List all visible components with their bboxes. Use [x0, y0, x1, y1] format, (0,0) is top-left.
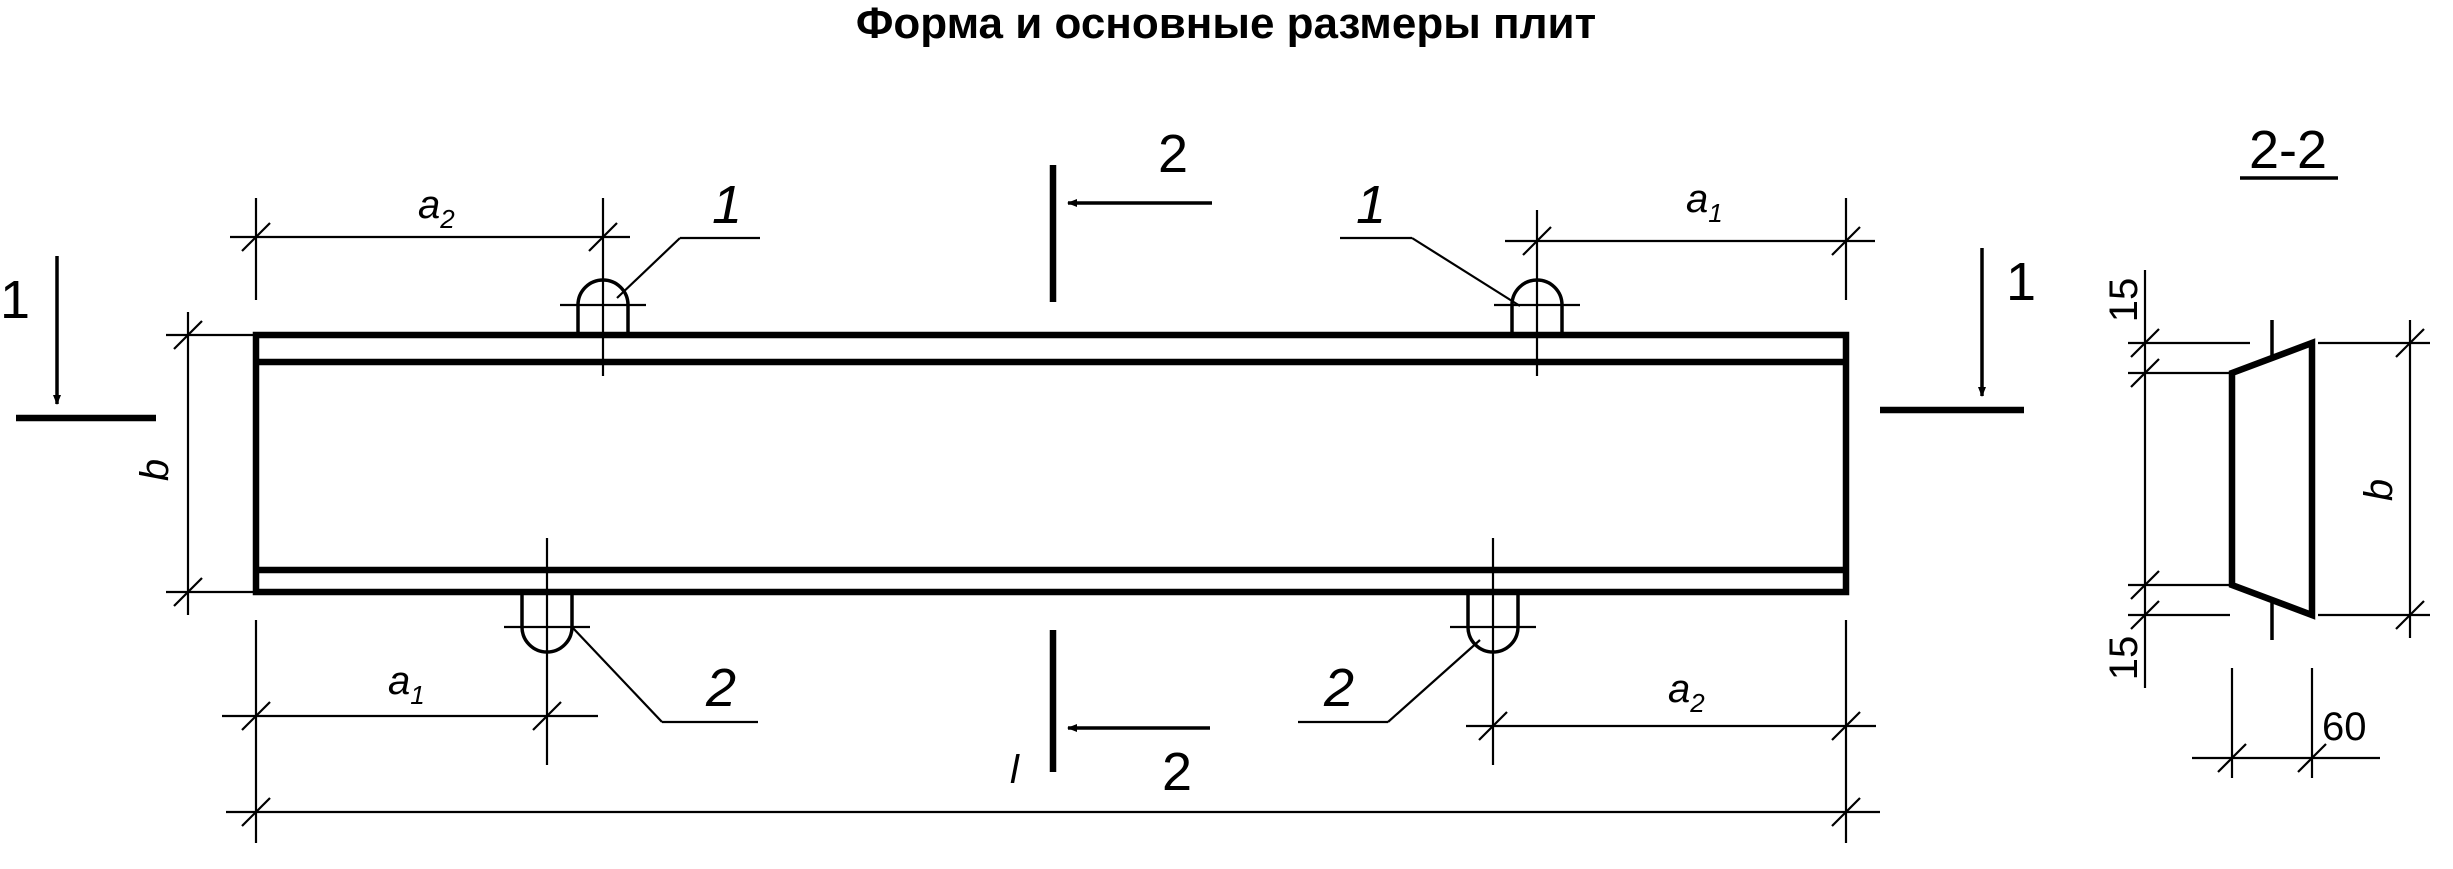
section-marker-1-left: 1 [0, 256, 156, 422]
callout-2-right-label: 2 [1323, 658, 1354, 718]
dimension-a1-top: a1 [1505, 177, 1875, 300]
section-1-right-label: 1 [2006, 252, 2036, 312]
dimension-a1-bottom: a1 [222, 620, 598, 843]
section-dim-60-label: 60 [2322, 705, 2367, 749]
callout-loop-1-left: 1 [616, 175, 760, 299]
dimension-l-overall: l [226, 748, 1880, 827]
dim-l-label: l [1010, 748, 1020, 792]
figure-title: Форма и основные размеры плит [856, 0, 1596, 48]
callout-loop-2-left: 2 [571, 626, 758, 724]
callout-2-left-label: 2 [705, 658, 736, 718]
section-dim-bottom-15: 15 [2102, 636, 2146, 681]
dimension-a2-bottom: a2 [1466, 620, 1876, 843]
callout-1-right-label: 1 [1356, 175, 1386, 235]
callout-loop-1-right: 1 [1340, 175, 1521, 307]
section-2-top-label: 2 [1158, 124, 1188, 184]
section-dim-b-label: b [2357, 479, 2401, 501]
lifting-loop-bottom-left [504, 538, 590, 765]
section-dim-right-b: b [2318, 320, 2430, 638]
dimension-a2-top: a2 [230, 183, 630, 300]
dim-a1-bottom-label: a1 [388, 659, 425, 710]
section-title: 2-2 [2249, 120, 2327, 180]
dim-a1-top-label: a1 [1686, 177, 1723, 228]
dim-a2-top-label: a2 [418, 183, 455, 234]
callout-loop-2-right: 2 [1298, 639, 1481, 724]
section-dim-left: 15 15 [2102, 270, 2250, 688]
callout-1-left-label: 1 [712, 175, 742, 235]
dim-b-left-label: b [133, 459, 177, 481]
lifting-loop-top-left [560, 198, 646, 376]
section-marker-2-bottom: 2 [1049, 630, 1210, 802]
dimension-b-left: b [133, 312, 256, 615]
section-dim-width-60: 60 [2192, 668, 2380, 778]
section-1-left-label: 1 [0, 270, 30, 330]
section-dim-top-15: 15 [2102, 278, 2146, 323]
plate-outline [252, 331, 1850, 596]
section-2-bottom-label: 2 [1162, 742, 1192, 802]
section-view: 2-2 15 15 b [2102, 120, 2430, 778]
plan-view: a2 a1 b a1 [0, 124, 2036, 843]
lifting-loop-top-right [1494, 210, 1580, 376]
section-marker-1-right: 1 [1880, 248, 2036, 414]
section-marker-2-top: 2 [1049, 124, 1212, 302]
section-profile [2228, 338, 2316, 620]
dim-a2-bottom-label: a2 [1668, 667, 1705, 718]
